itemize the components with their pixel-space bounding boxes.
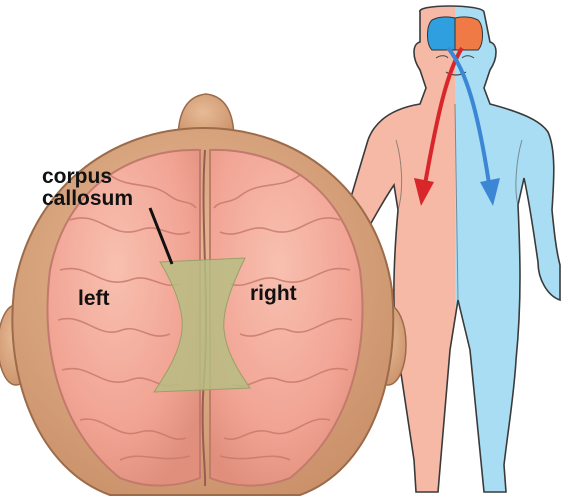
brain-top-view	[0, 94, 406, 495]
label-left: left	[78, 288, 110, 310]
label-callosum-line2: callosum	[42, 188, 133, 210]
label-corpus-callosum: corpus callosum	[42, 166, 133, 210]
label-right: right	[250, 283, 297, 305]
label-corpus-line1: corpus	[42, 166, 133, 188]
body-right-half	[455, 0, 561, 497]
head-brain-icon	[428, 17, 483, 50]
